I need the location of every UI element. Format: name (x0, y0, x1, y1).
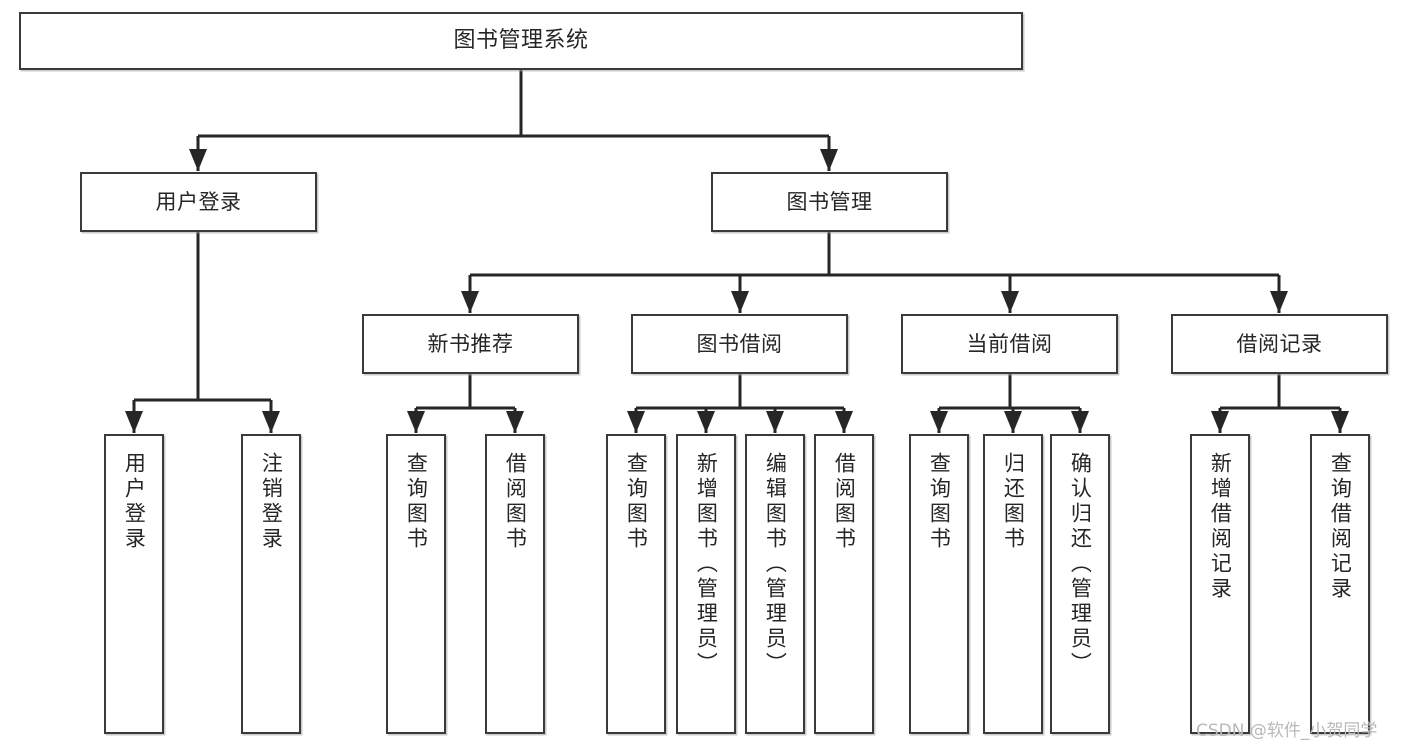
node-label: 用户登录 (122, 452, 147, 552)
connector-book-mgmt-to-level3 (461, 232, 1288, 313)
node-box-leaf-0[interactable]: 用户登录 (104, 434, 164, 734)
node-label: 图书借阅 (696, 331, 783, 356)
node-label: 查询借阅记录 (1328, 452, 1353, 602)
connector-root-to-level2 (189, 70, 838, 171)
connector-new-book-to-leaves (407, 374, 524, 433)
node-box-leaf-6[interactable]: 编辑图书（管理员） (745, 434, 805, 734)
connector-borrow-record-to-leaves (1211, 374, 1349, 433)
node-box-root[interactable]: 图书管理系统 (19, 12, 1023, 70)
node-label: 借阅图书 (832, 452, 857, 552)
node-box-level3-1[interactable]: 图书借阅 (631, 314, 848, 374)
node-label: 当前借阅 (966, 331, 1053, 356)
node-box-leaf-2[interactable]: 查询图书 (386, 434, 446, 734)
node-box-leaf-4[interactable]: 查询图书 (606, 434, 666, 734)
node-label: 查询图书 (624, 452, 649, 552)
node-box-leaf-1[interactable]: 注销登录 (241, 434, 301, 734)
node-label: 编辑图书（管理员） (763, 452, 788, 677)
node-box-level3-2[interactable]: 当前借阅 (901, 314, 1118, 374)
node-label: 用户登录 (155, 189, 242, 214)
node-box-leaf-7[interactable]: 借阅图书 (814, 434, 874, 734)
node-box-leaf-8[interactable]: 查询图书 (909, 434, 969, 734)
node-box-level3-3[interactable]: 借阅记录 (1171, 314, 1388, 374)
node-box-level2-1[interactable]: 图书管理 (711, 172, 948, 232)
node-label: 借阅图书 (503, 452, 528, 552)
node-label: 查询图书 (927, 452, 952, 552)
node-label: 确认归还（管理员） (1068, 452, 1093, 677)
node-label: 新增图书（管理员） (694, 452, 719, 677)
node-box-leaf-9[interactable]: 归还图书 (983, 434, 1043, 734)
node-label: 图书管理系统 (453, 28, 589, 54)
node-box-leaf-5[interactable]: 新增图书（管理员） (676, 434, 736, 734)
node-box-leaf-12[interactable]: 查询借阅记录 (1310, 434, 1370, 734)
connector-borrow-to-leaves (627, 374, 853, 433)
node-box-leaf-10[interactable]: 确认归还（管理员） (1050, 434, 1110, 734)
node-label: 图书管理 (786, 189, 873, 214)
node-box-level2-0[interactable]: 用户登录 (80, 172, 317, 232)
node-box-leaf-3[interactable]: 借阅图书 (485, 434, 545, 734)
node-box-level3-0[interactable]: 新书推荐 (362, 314, 579, 374)
node-label: 归还图书 (1001, 452, 1026, 552)
connector-current-borrow-to-leaves (930, 374, 1089, 433)
node-label: 查询图书 (404, 452, 429, 552)
node-box-leaf-11[interactable]: 新增借阅记录 (1190, 434, 1250, 734)
node-label: 借阅记录 (1236, 331, 1323, 356)
node-label: 新增借阅记录 (1208, 452, 1233, 602)
node-label: 新书推荐 (427, 331, 514, 356)
connector-user-login-to-leaves (125, 232, 280, 433)
node-label: 注销登录 (259, 452, 284, 552)
